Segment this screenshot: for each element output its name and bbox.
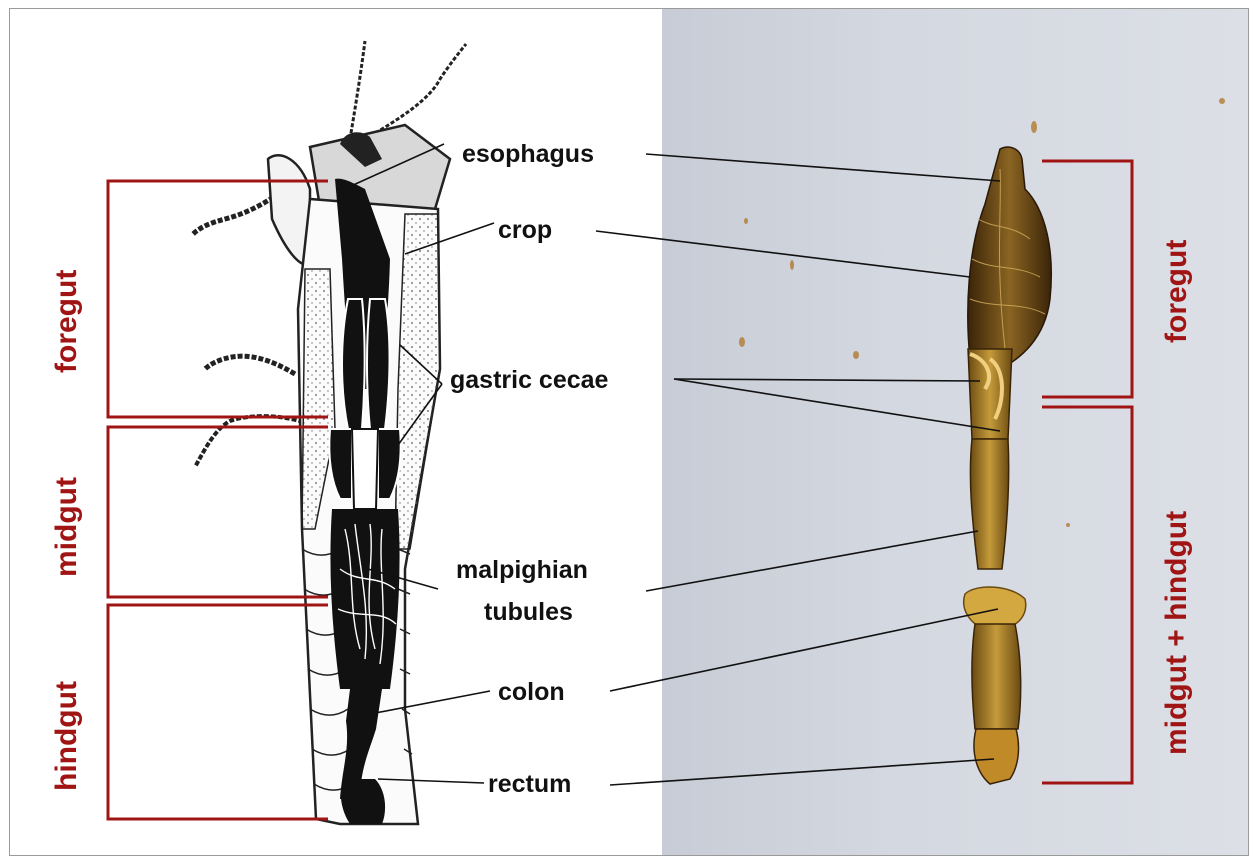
photo-gastric-cecae [968, 349, 1012, 439]
antenna-left [350, 41, 365, 139]
leg-hind [195, 416, 310, 467]
antenna-right [365, 44, 466, 139]
label-esophagus: esophagus [462, 139, 594, 169]
label-rectum: rectum [488, 769, 571, 799]
photo-rectum [974, 729, 1019, 784]
rectum-shape [341, 779, 385, 824]
region-midgut-left: midgut [50, 477, 84, 577]
gut-photo [739, 98, 1225, 784]
region-foregut-right: foregut [1160, 240, 1194, 343]
photo-crop [968, 147, 1051, 369]
bracket-midgut-left [108, 427, 328, 597]
label-gastric-cecae: gastric cecae [450, 365, 608, 395]
bracket-midgut-hindgut-right [1042, 407, 1132, 783]
leader-lines-right [596, 154, 1000, 785]
leg-middle [205, 356, 295, 374]
label-crop: crop [498, 215, 552, 245]
midgut-narrow [352, 429, 378, 509]
right-brackets [1042, 161, 1132, 783]
head-capsule [310, 125, 450, 209]
insect-illustration [192, 41, 466, 824]
label-tubules: tubules [484, 597, 573, 627]
label-malpighian: malpighian [456, 555, 588, 585]
photo-midgut [970, 439, 1008, 569]
figure-frame: esophagus crop gastric cecae malpighian … [9, 8, 1249, 856]
bracket-hindgut-left [108, 605, 328, 819]
bracket-foregut-right [1042, 161, 1132, 397]
left-brackets [108, 181, 328, 819]
diagram-canvas [10, 9, 1249, 856]
photo-colon [972, 624, 1021, 729]
region-midgut-hindgut-right: midgut + hindgut [1160, 511, 1194, 755]
region-foregut-left: foregut [50, 270, 84, 373]
label-colon: colon [498, 677, 565, 707]
region-hindgut-left: hindgut [50, 681, 84, 791]
